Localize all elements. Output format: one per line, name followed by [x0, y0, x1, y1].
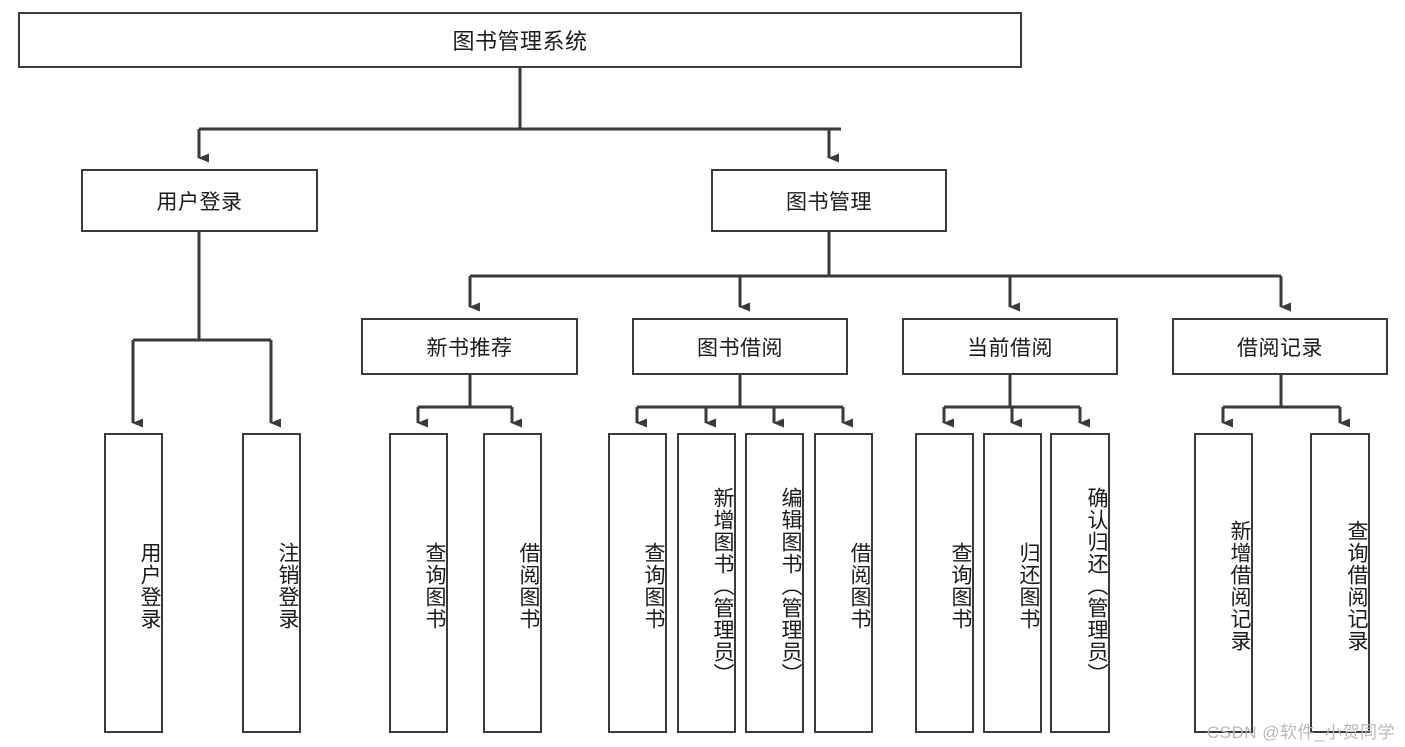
node-borrow-record-label: 借阅记录	[1237, 336, 1323, 360]
node-leaf-return-book-label: 归还图书	[1017, 542, 1040, 630]
node-leaf-borrow-book-1-label: 借阅图书	[517, 542, 540, 630]
node-leaf-add-book[interactable]: 新增图书（管理员）	[677, 433, 736, 733]
node-leaf-confirm-return[interactable]: 确认归还（管理员）	[1050, 433, 1110, 733]
node-new-book-rec[interactable]: 新书推荐	[361, 318, 578, 375]
node-leaf-return-book[interactable]: 归还图书	[983, 433, 1042, 733]
node-root[interactable]: 图书管理系统	[18, 12, 1022, 68]
node-borrow-record[interactable]: 借阅记录	[1172, 318, 1388, 375]
node-leaf-borrow-book-1[interactable]: 借阅图书	[483, 433, 542, 733]
node-leaf-confirm-return-label: 确认归还（管理员）	[1085, 487, 1108, 685]
node-user-login-label: 用户登录	[156, 190, 243, 214]
node-leaf-add-record-label: 新增借阅记录	[1228, 520, 1251, 652]
node-leaf-logout-label: 注销登录	[276, 542, 299, 630]
node-leaf-add-record[interactable]: 新增借阅记录	[1194, 433, 1253, 733]
node-leaf-query-book-2[interactable]: 查询图书	[608, 433, 667, 733]
csdn-watermark: CSDN @软件_小贺同学	[1206, 723, 1395, 742]
node-leaf-query-record-label: 查询借阅记录	[1345, 520, 1368, 652]
node-book-borrow[interactable]: 图书借阅	[632, 318, 848, 375]
node-leaf-logout[interactable]: 注销登录	[242, 433, 301, 733]
node-leaf-query-book-2-label: 查询图书	[642, 542, 665, 630]
node-leaf-query-book-1[interactable]: 查询图书	[389, 433, 448, 733]
node-new-book-rec-label: 新书推荐	[426, 336, 513, 360]
node-leaf-query-record[interactable]: 查询借阅记录	[1310, 433, 1370, 733]
node-current-borrow[interactable]: 当前借阅	[902, 318, 1118, 375]
node-leaf-add-book-label: 新增图书（管理员）	[711, 487, 734, 685]
node-book-manage-label: 图书管理	[786, 190, 872, 214]
node-leaf-borrow-book-2[interactable]: 借阅图书	[814, 433, 873, 733]
node-leaf-edit-book[interactable]: 编辑图书（管理员）	[745, 433, 804, 733]
node-book-manage[interactable]: 图书管理	[711, 169, 947, 232]
node-user-login[interactable]: 用户登录	[81, 169, 318, 232]
node-leaf-borrow-book-2-label: 借阅图书	[848, 542, 871, 630]
node-leaf-query-book-3[interactable]: 查询图书	[915, 433, 974, 733]
node-leaf-query-book-3-label: 查询图书	[949, 542, 972, 630]
node-root-label: 图书管理系统	[452, 29, 588, 54]
node-leaf-user-login[interactable]: 用户登录	[104, 433, 163, 733]
node-book-borrow-label: 图书借阅	[697, 336, 783, 360]
node-leaf-edit-book-label: 编辑图书（管理员）	[779, 487, 802, 685]
node-current-borrow-label: 当前借阅	[967, 336, 1053, 360]
node-leaf-query-book-1-label: 查询图书	[423, 542, 446, 630]
node-leaf-user-login-label: 用户登录	[138, 542, 161, 630]
